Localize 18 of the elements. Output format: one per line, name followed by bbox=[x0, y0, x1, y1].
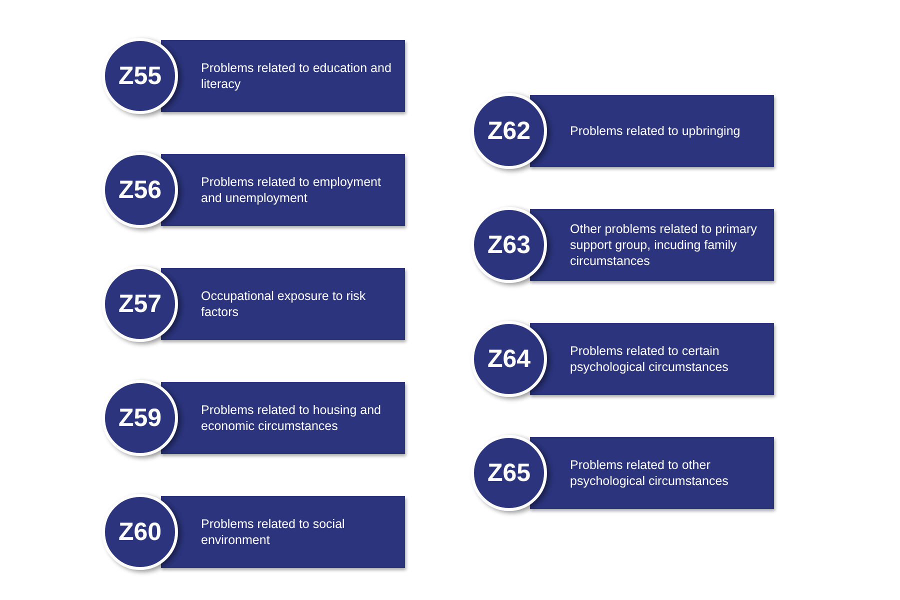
code-circle: Z56 bbox=[102, 152, 178, 228]
description-bar: Problems related to upbringing bbox=[530, 95, 774, 167]
description-bar: Problems related to housing and economic circumstances bbox=[161, 382, 405, 454]
code-circle: Z57 bbox=[102, 266, 178, 342]
description-bar: Problems related to social environment bbox=[161, 496, 405, 568]
code-circle: Z65 bbox=[471, 435, 547, 511]
description-bar: Occupational exposure to risk factors bbox=[161, 268, 405, 340]
code-circle: Z64 bbox=[471, 321, 547, 397]
code-circle: Z62 bbox=[471, 93, 547, 169]
description-bar: Other problems related to primary support group, incuding family circumstances bbox=[530, 209, 774, 281]
description-bar: Problems related to education and literacy bbox=[161, 40, 405, 112]
code-circle: Z63 bbox=[471, 207, 547, 283]
code-circle: Z59 bbox=[102, 380, 178, 456]
code-circle: Z60 bbox=[102, 494, 178, 570]
description-bar: Problems related to other psychological circumstances bbox=[530, 437, 774, 509]
description-bar: Problems related to certain psychological circumstances bbox=[530, 323, 774, 395]
code-circle: Z55 bbox=[102, 38, 178, 114]
description-bar: Problems related to employment and unemployment bbox=[161, 154, 405, 226]
